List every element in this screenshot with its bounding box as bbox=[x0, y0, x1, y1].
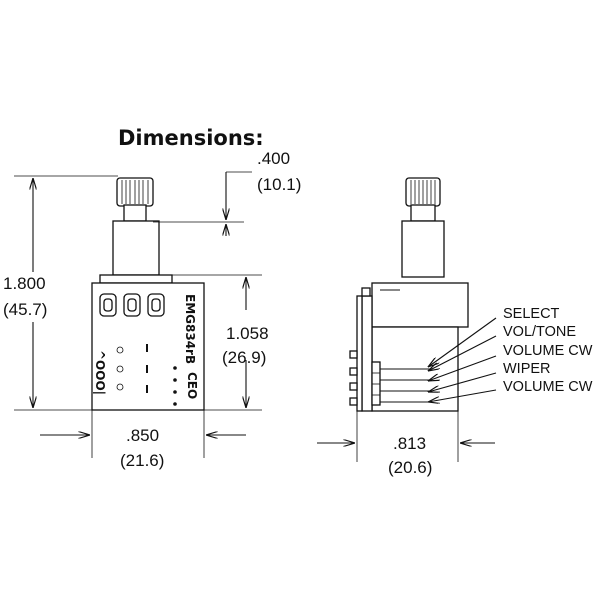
board-label: EMG834rB bbox=[183, 294, 197, 364]
depth-inch: .813 bbox=[393, 434, 426, 453]
side-view: SELECT VOL/TONE VOLUME CW WIPER VOLUME C… bbox=[317, 177, 593, 477]
width-mm: (21.6) bbox=[120, 451, 164, 470]
dim-body: 1.058 (26.9) bbox=[204, 277, 269, 411]
width-inch: .850 bbox=[126, 426, 159, 445]
pin-label: VOLUME CW bbox=[503, 379, 593, 395]
body-inch: 1.058 bbox=[226, 324, 269, 343]
page-title: Dimensions: bbox=[118, 126, 264, 150]
front-view: EMG834rB ^OOO| CEO bbox=[3, 149, 301, 470]
pad-right-label: CEO bbox=[185, 372, 199, 399]
height-mm: (45.7) bbox=[3, 300, 47, 319]
dim-shaft: .400 (10.1) bbox=[153, 149, 301, 276]
shaft-mm: (10.1) bbox=[257, 175, 301, 194]
pcb-pads bbox=[116, 344, 177, 406]
pin-callouts: SELECT VOL/TONE VOLUME CW WIPER VOLUME C… bbox=[428, 306, 593, 402]
front-lugs bbox=[99, 293, 165, 317]
side-pins bbox=[349, 350, 432, 406]
pin-label: VOL/TONE bbox=[503, 324, 576, 340]
depth-mm: (20.6) bbox=[388, 458, 432, 477]
side-bushing bbox=[401, 220, 445, 278]
body-mm: (26.9) bbox=[222, 348, 266, 367]
shaft-inch: .400 bbox=[257, 149, 290, 168]
front-shaft-knurl bbox=[116, 177, 154, 222]
side-shaft-knurl bbox=[405, 177, 441, 222]
front-flange bbox=[99, 274, 173, 284]
height-inch: 1.800 bbox=[3, 274, 46, 293]
dim-height: 1.800 (45.7) bbox=[3, 175, 118, 411]
pin-label: SELECT bbox=[503, 306, 560, 322]
side-pcb bbox=[361, 295, 373, 412]
dim-width: .850 (21.6) bbox=[40, 410, 246, 470]
dim-depth: .813 (20.6) bbox=[317, 411, 495, 477]
pad-left-label: ^OOO| bbox=[93, 350, 107, 395]
front-bushing bbox=[112, 220, 160, 276]
pin-label: VOLUME CW bbox=[503, 343, 593, 359]
pin-label: WIPER bbox=[503, 361, 551, 377]
